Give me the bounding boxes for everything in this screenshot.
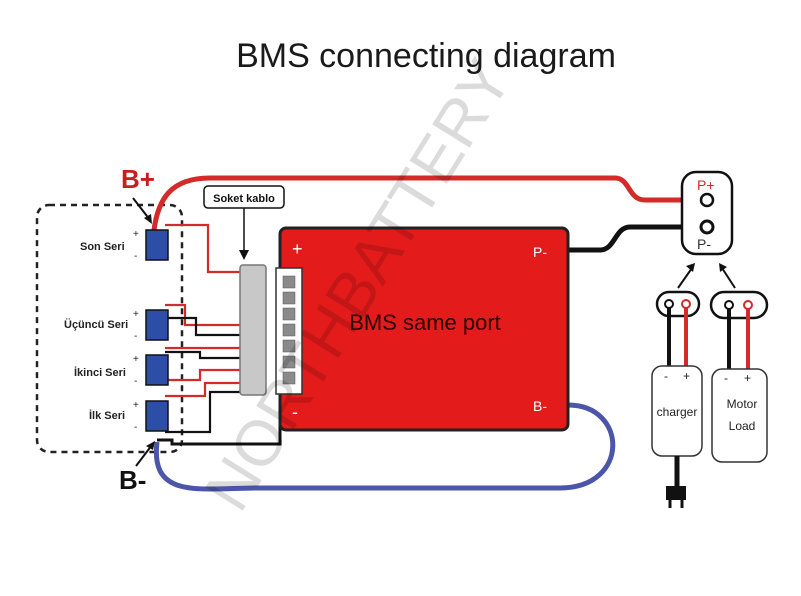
svg-text:-: - bbox=[134, 376, 137, 387]
balance-wires bbox=[165, 223, 245, 434]
svg-text:-: - bbox=[134, 251, 137, 262]
b-plus-red-wire bbox=[151, 175, 690, 231]
svg-text:+: + bbox=[133, 400, 139, 411]
battery-pack-outline bbox=[35, 203, 184, 454]
motor-label-line2: Load bbox=[729, 419, 756, 433]
charger-label: charger bbox=[657, 405, 698, 419]
svg-text:+: + bbox=[744, 371, 751, 385]
output-p-minus-terminal bbox=[699, 219, 715, 235]
output-p-plus-terminal bbox=[699, 192, 715, 208]
svg-text:+: + bbox=[133, 354, 139, 365]
svg-text:+: + bbox=[133, 309, 139, 320]
svg-text:-: - bbox=[724, 371, 728, 385]
b-minus-label: B- bbox=[119, 465, 146, 495]
charger-plug-end bbox=[666, 486, 686, 500]
p-minus-black-wire bbox=[568, 224, 693, 253]
bms-b-minus-label: B- bbox=[533, 398, 547, 414]
cell-label: İlk Seri bbox=[89, 409, 125, 422]
cell-ikinci-seri: + - İkinci Seri bbox=[74, 354, 169, 387]
charger-plug bbox=[655, 290, 701, 318]
svg-text:+: + bbox=[133, 229, 139, 240]
bms-header-pins bbox=[282, 275, 296, 385]
bms-plus-label: + bbox=[292, 239, 303, 259]
b-plus-label: B+ bbox=[121, 164, 155, 194]
bms-p-minus-label: P- bbox=[533, 244, 547, 260]
load-plug bbox=[709, 290, 769, 320]
load-plug-arrow bbox=[721, 267, 736, 289]
cell-label: İkinci Seri bbox=[74, 366, 126, 379]
charger-plug-arrow bbox=[677, 267, 693, 289]
svg-text:-: - bbox=[134, 422, 137, 433]
motor-label-line1: Motor bbox=[727, 397, 758, 411]
socket-cable-label: Soket kablo bbox=[213, 193, 275, 205]
bms-minus-label: - bbox=[292, 402, 298, 422]
svg-text:-: - bbox=[664, 369, 668, 383]
cell-ucuncu-seri: + - Üçüncü Seri bbox=[64, 309, 169, 342]
output-p-plus-label: P+ bbox=[697, 177, 715, 193]
socket-connector bbox=[239, 264, 267, 396]
cell-label: Son Seri bbox=[80, 241, 125, 253]
b-minus-blue-wire bbox=[153, 402, 616, 492]
svg-text:-: - bbox=[134, 331, 137, 342]
diagram-title: BMS connecting diagram bbox=[236, 37, 616, 75]
cell-label: Üçüncü Seri bbox=[64, 318, 128, 331]
motor-load-body bbox=[711, 368, 768, 463]
b-minus-black-lead bbox=[157, 420, 282, 446]
svg-text:+: + bbox=[683, 369, 690, 383]
cell-son-seri: + - Son Seri bbox=[80, 229, 169, 262]
b-minus-arrow bbox=[135, 444, 153, 467]
cell-ilk-seri: + - İlk Seri bbox=[89, 400, 169, 433]
output-connector bbox=[680, 170, 734, 256]
output-p-minus-label: P- bbox=[697, 236, 711, 252]
bms-center-label: BMS same port bbox=[349, 310, 501, 335]
